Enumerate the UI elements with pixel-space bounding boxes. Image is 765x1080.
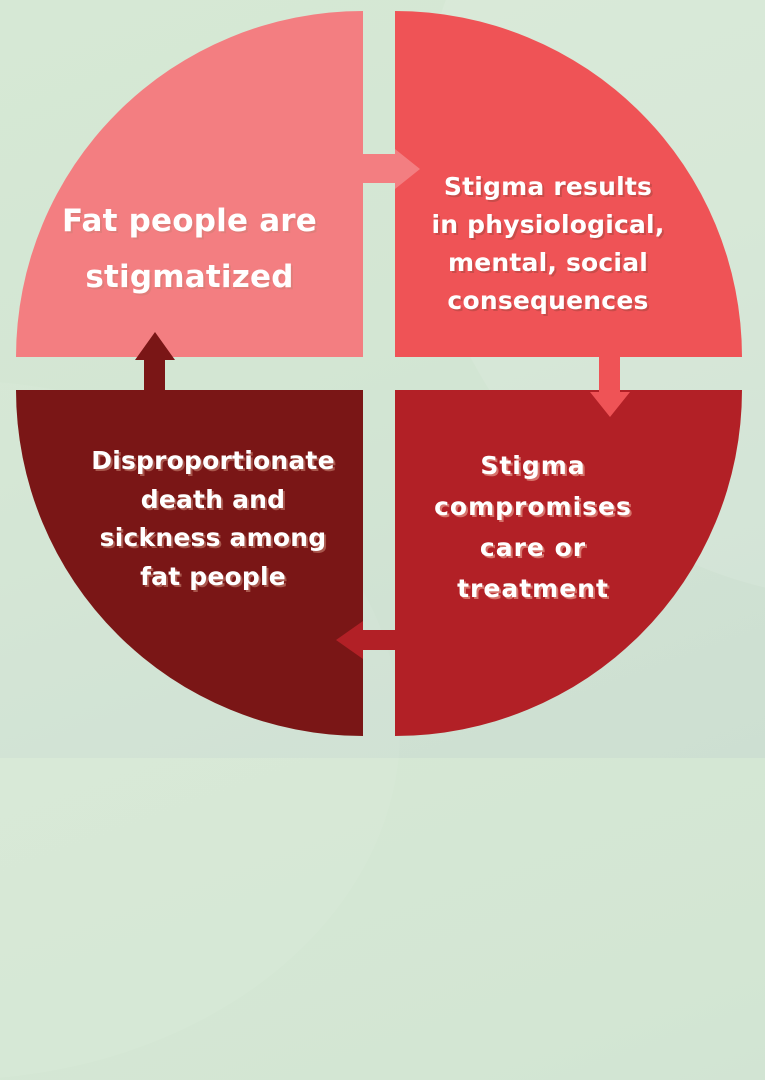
label-line: consequences	[447, 286, 649, 315]
label-line: fat people	[140, 561, 286, 591]
label-line: Stigma results	[443, 172, 653, 201]
arrow-right-icon	[360, 149, 420, 189]
step-label-consequences: Stigma results in physiological, mental,…	[395, 168, 701, 320]
arrow-up-icon	[135, 332, 175, 394]
step-label-stigmatized: Fat people are stigmatized	[16, 193, 363, 305]
label-line: Disproportionate	[91, 446, 335, 475]
label-line: mental, social	[447, 248, 649, 277]
label-line: Fat people are	[61, 203, 318, 239]
label-line: sickness among	[99, 523, 327, 552]
label-line: treatment	[457, 574, 609, 603]
label-line: Stigma	[480, 451, 586, 480]
arrow-left-icon	[336, 621, 400, 659]
step-label-death-sickness: Disproportionate death and sickness amon…	[60, 442, 366, 596]
step-label-compromised-care: Stigma compromises care or treatment	[395, 445, 671, 609]
quadrant-stigmatized	[16, 11, 363, 357]
label-line: in physiological,	[431, 210, 665, 239]
arrow-down-icon	[590, 354, 630, 417]
label-line: stigmatized	[85, 259, 294, 295]
label-line: care or	[479, 533, 587, 562]
label-line: compromises	[434, 492, 632, 521]
label-line: death and	[140, 484, 286, 514]
